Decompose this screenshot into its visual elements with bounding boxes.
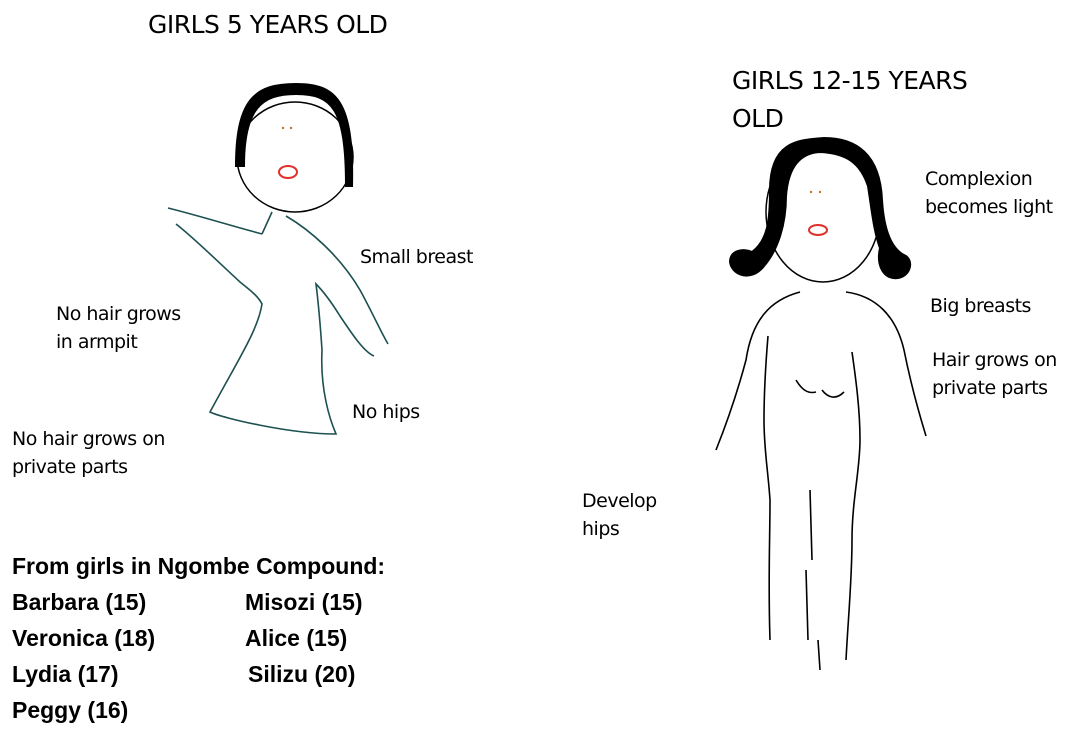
left-mouth: [279, 166, 297, 178]
left-eye: [282, 127, 284, 129]
small-breast-label: Small breast: [360, 243, 473, 271]
right-figure: [716, 138, 926, 670]
left-eye: [290, 127, 292, 129]
complexion-label: Complexion becomes light: [925, 165, 1053, 221]
no-hips-label: No hips: [352, 398, 420, 426]
big-breasts-label: Big breasts: [930, 292, 1031, 320]
credit-name: Misozi (15): [245, 584, 363, 620]
credit-name: Veronica (18): [12, 620, 155, 656]
no-hair-armpit-label: No hair grows in armpit: [56, 300, 181, 356]
credit-name: Barbara (15): [12, 584, 146, 620]
no-hair-private-label: No hair grows on private parts: [12, 425, 165, 481]
right-eye: [819, 191, 821, 193]
credit-name: Peggy (16): [12, 692, 128, 728]
left-hair: [236, 84, 352, 186]
left-figure-title: GIRLS 5 YEARS OLD: [148, 6, 387, 44]
right-figure-title: GIRLS 12-15 YEARS OLD: [732, 62, 967, 138]
credit-name: Alice (15): [245, 620, 347, 656]
hair-private-label: Hair grows on private parts: [932, 346, 1057, 402]
left-figure: [168, 84, 388, 434]
right-mouth: [809, 225, 827, 235]
right-body-outline: [716, 292, 926, 670]
credit-name: Silizu (20): [248, 656, 355, 692]
right-hair: [730, 138, 910, 278]
credit-name: Lydia (17): [12, 656, 119, 692]
credits-heading: From girls in Ngombe Compound:: [12, 548, 385, 584]
left-head: [237, 102, 353, 212]
right-eye: [810, 191, 812, 193]
develop-hips-label: Develop hips: [582, 487, 657, 543]
